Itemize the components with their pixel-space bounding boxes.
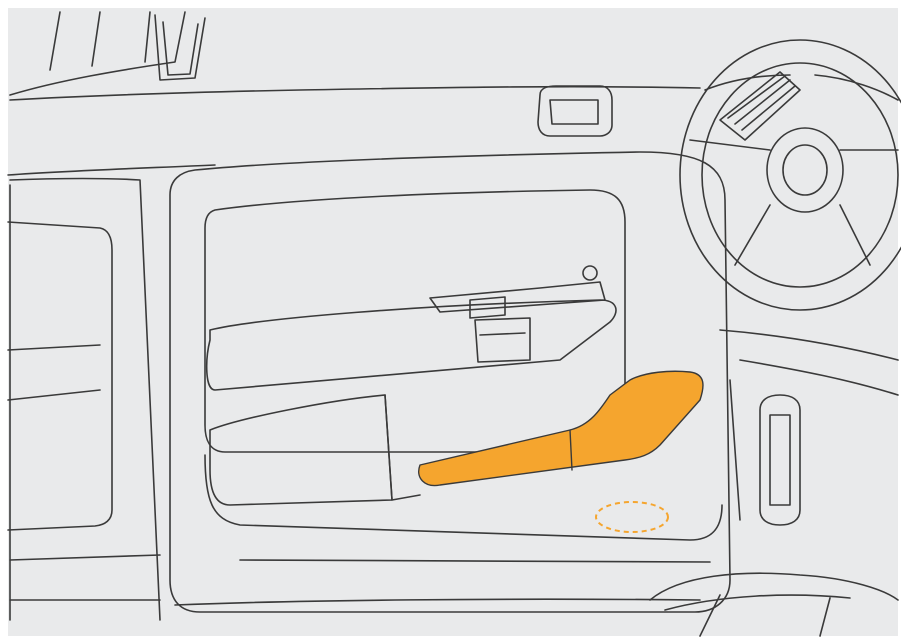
interior-panel-fill [8,8,898,636]
